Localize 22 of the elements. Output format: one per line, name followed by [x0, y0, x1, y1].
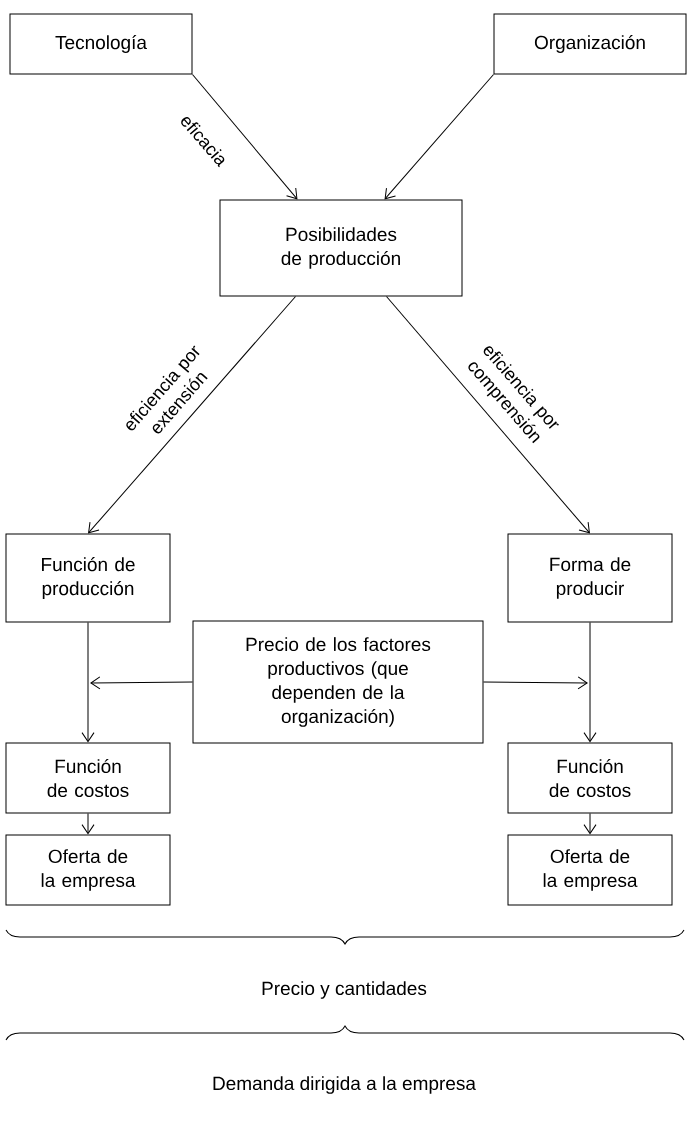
arrow — [88, 296, 296, 534]
arrow — [192, 74, 298, 200]
arrow — [90, 676, 193, 690]
arrow — [384, 74, 494, 200]
process-box: Organización — [493, 13, 687, 75]
arrow — [386, 296, 590, 534]
process-box: Posibilidades de producción — [219, 199, 463, 297]
process-box: Forma de producir — [507, 533, 673, 623]
arrow — [583, 813, 597, 835]
process-box: Tecnología — [9, 13, 193, 75]
arrow — [583, 622, 597, 743]
brace-label: Precio y cantidades — [262, 981, 427, 999]
arrow — [483, 676, 588, 690]
process-box: Oferta de la empresa — [5, 834, 171, 906]
process-box: Oferta de la empresa — [507, 834, 673, 906]
process-box: Función de producción — [5, 533, 171, 623]
process-box: Función de costos — [507, 742, 673, 814]
arrow — [81, 813, 95, 835]
process-box: Función de costos — [5, 742, 171, 814]
arrow — [81, 622, 95, 743]
process-box: Precio de los factores productivos (que dependen de la organización) — [192, 620, 484, 744]
brace-label: Demanda dirigida a la empresa — [213, 1076, 476, 1094]
